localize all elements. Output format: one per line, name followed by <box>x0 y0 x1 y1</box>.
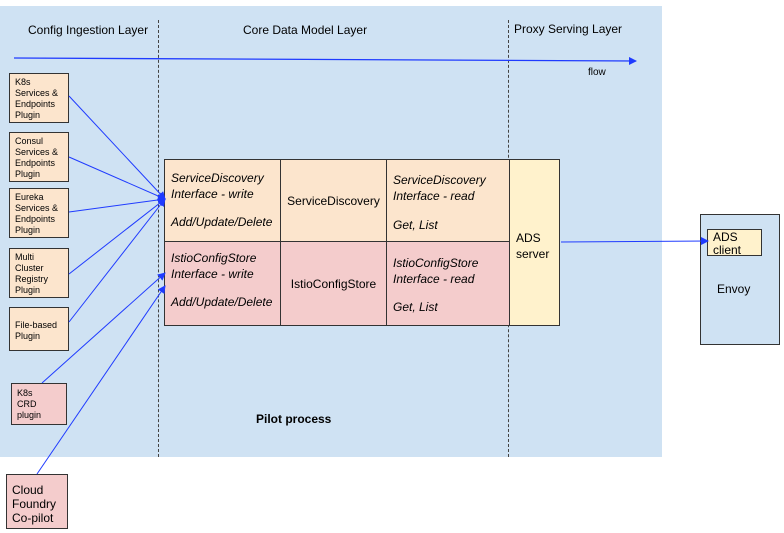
sd-write-line: ServiceDiscovery <box>171 171 264 185</box>
config-store-write-interface: IstioConfigStore Interface - write Add/U… <box>164 241 281 326</box>
flow-arrow <box>13 56 637 65</box>
plugin-line: Endpoints <box>15 158 56 168</box>
istio-config-store-label: IstioConfigStore <box>290 276 377 291</box>
sd-read-line: ServiceDiscovery <box>393 173 486 187</box>
plugin-k8s-services: K8s Services & Endpoints Plugin <box>9 73 69 123</box>
ads-server-line: server <box>516 247 550 261</box>
cs-read-ops: Get, List <box>393 300 438 314</box>
plugin-eureka: Eureka Services & Endpoints Plugin <box>9 188 69 238</box>
ads-server-line: ADS <box>516 231 541 245</box>
plugin-line: Plugin <box>15 331 41 341</box>
ads-client-line: client <box>713 243 742 257</box>
ads-client: ADS client <box>707 229 762 257</box>
divider-ingestion-core <box>158 20 159 457</box>
plugin-line: Eureka <box>15 192 44 202</box>
arrow-consul <box>68 156 166 200</box>
plugin-line: Plugin <box>15 169 41 179</box>
arrow-ads-to-envoy <box>560 237 709 246</box>
istio-config-store-box: IstioConfigStore <box>280 241 387 326</box>
sd-read-line: Interface - read <box>393 189 475 203</box>
cs-write-line: Interface - write <box>171 267 254 281</box>
arrow-file-based <box>68 198 166 323</box>
plugin-line: Registry <box>15 274 49 284</box>
plugin-line: Services & <box>15 147 59 157</box>
sd-read-ops: Get, List <box>393 218 438 232</box>
plugin-multi-cluster: Multi Cluster Registry Plugin <box>9 248 69 298</box>
arrow-multi-cluster <box>68 198 166 275</box>
cs-read-line: Interface - read <box>393 272 475 286</box>
plugin-line: Multi <box>15 252 35 262</box>
plugin-line: Plugin <box>15 285 41 295</box>
plugin-line: Plugin <box>15 110 41 120</box>
flow-label: flow <box>588 67 606 78</box>
config-store-read-interface: IstioConfigStore Interface - read Get, L… <box>386 241 510 326</box>
plugin-line: Services & <box>15 203 59 213</box>
plugin-line: Endpoints <box>15 99 56 109</box>
sd-write-ops: Add/Update/Delete <box>171 215 273 229</box>
cf-line: Foundry <box>12 497 57 511</box>
plugin-file-based: File-based Plugin <box>9 307 69 351</box>
pilot-process-label: Pilot process <box>256 412 332 426</box>
plugin-k8s-crd: K8s CRD plugin <box>11 383 67 425</box>
service-discovery-write-interface: ServiceDiscovery Interface - write Add/U… <box>164 159 281 242</box>
cs-read-line: IstioConfigStore <box>393 256 479 270</box>
plugin-line: Plugin <box>15 225 41 235</box>
config-ingestion-layer-title: Config Ingestion Layer <box>28 23 149 37</box>
cf-line: Cloud <box>12 483 44 497</box>
proxy-serving-layer-title: Proxy Serving Layer <box>514 22 623 36</box>
plugin-line: Services & <box>15 88 59 98</box>
arrow-cloud-foundry <box>36 285 166 475</box>
cs-write-line: IstioConfigStore <box>171 251 257 265</box>
cloud-foundry-copilot: Cloud Foundry Co-pilot <box>6 474 68 529</box>
cf-line: Co-pilot <box>12 511 54 525</box>
plugin-line: Cluster <box>15 263 44 273</box>
plugin-line: CRD <box>17 399 37 409</box>
plugin-line: K8s <box>15 77 31 87</box>
arrow-eureka <box>68 195 166 213</box>
plugin-line: File-based <box>15 320 58 330</box>
plugin-line: plugin <box>17 410 42 420</box>
envoy-label: Envoy <box>717 282 751 296</box>
arrow-k8s-crd <box>41 272 166 384</box>
sd-write-line: Interface - write <box>171 187 254 201</box>
service-discovery-box: ServiceDiscovery <box>280 159 387 242</box>
service-discovery-label: ServiceDiscovery <box>287 193 380 208</box>
ads-client-line: ADS <box>713 230 738 244</box>
plugin-line: Endpoints <box>15 214 56 224</box>
core-data-model-layer-title: Core Data Model Layer <box>243 23 368 37</box>
plugin-line: K8s <box>17 388 33 398</box>
plugin-line: Consul <box>15 136 44 146</box>
ads-server: ADS server <box>509 159 560 326</box>
cs-write-ops: Add/Update/Delete <box>171 295 273 309</box>
arrow-k8s-services <box>68 95 166 200</box>
plugin-consul: Consul Services & Endpoints Plugin <box>9 132 69 182</box>
